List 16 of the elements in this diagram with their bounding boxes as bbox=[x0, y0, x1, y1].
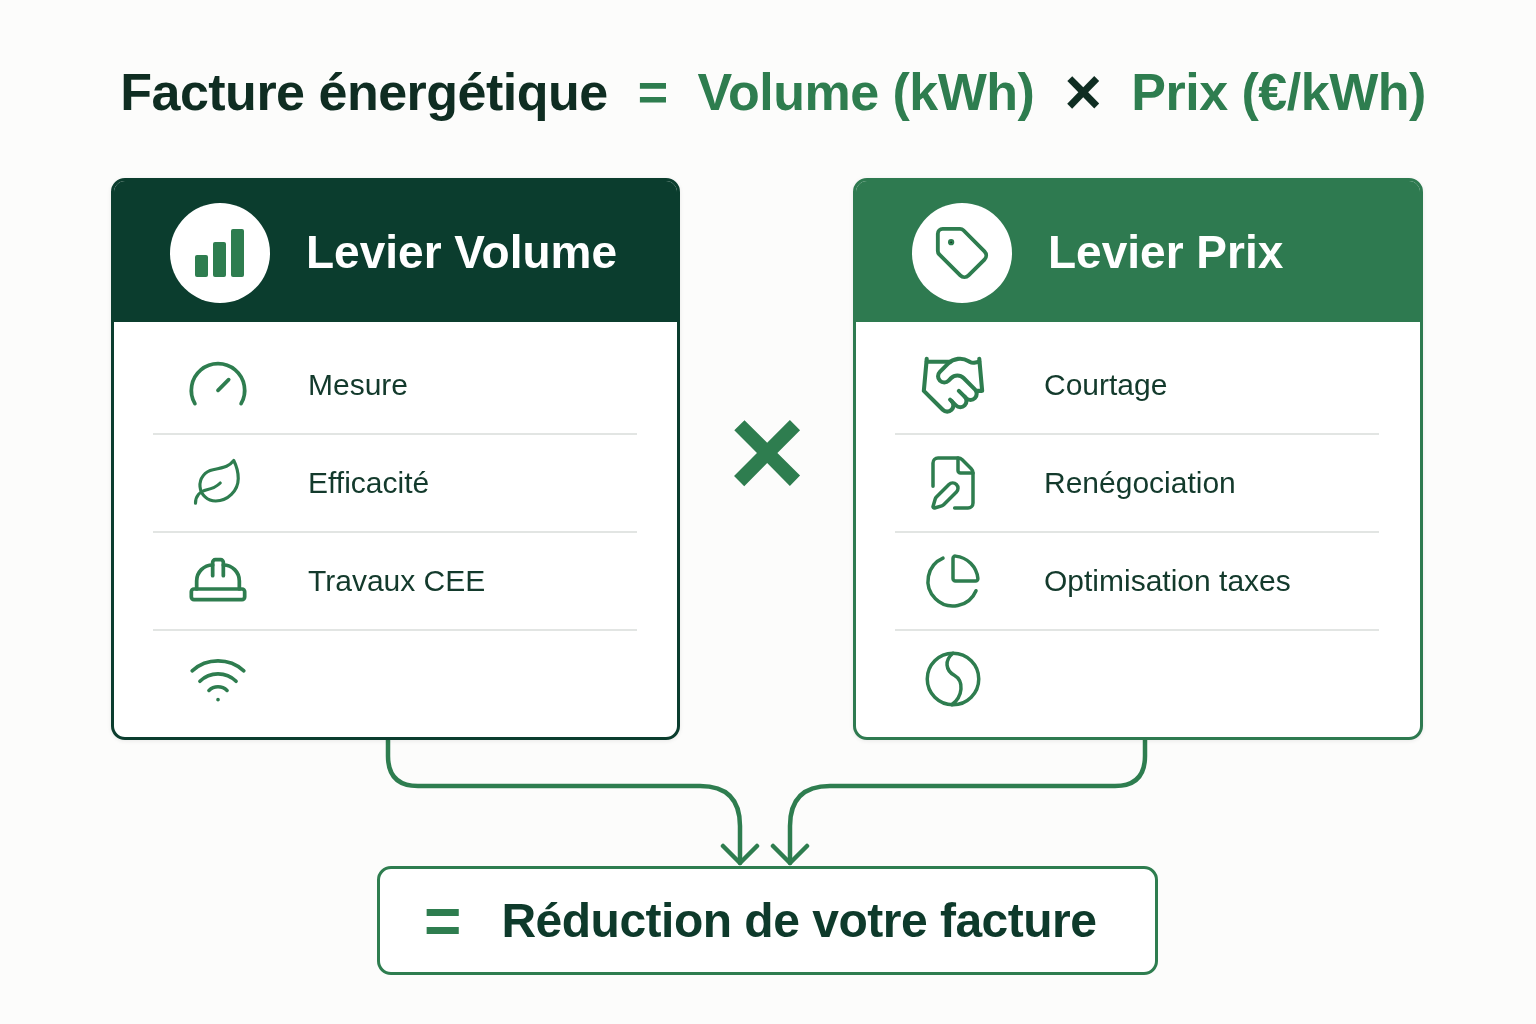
lever-item: Efficacité bbox=[308, 465, 430, 501]
multiply-sign: × bbox=[1064, 60, 1102, 124]
lever-item: Courtage bbox=[1044, 367, 1168, 403]
lever-panel bbox=[111, 178, 680, 740]
panel-title: Levier Prix bbox=[1048, 225, 1284, 280]
lever-item: Mesure bbox=[308, 367, 409, 403]
result-text: Réduction de votre facture bbox=[501, 892, 1097, 949]
equals-sign: = bbox=[637, 66, 668, 118]
lever-panel bbox=[853, 178, 1423, 740]
result-box bbox=[377, 866, 1158, 975]
panel-title: Levier Volume bbox=[306, 225, 618, 280]
multiply-sign: × bbox=[728, 386, 806, 518]
lever-item: Optimisation taxes bbox=[1044, 563, 1291, 599]
lever-item: Travaux CEE bbox=[308, 563, 486, 599]
lever-item: Renégociation bbox=[1044, 465, 1236, 501]
equals-sign: = bbox=[424, 888, 462, 953]
